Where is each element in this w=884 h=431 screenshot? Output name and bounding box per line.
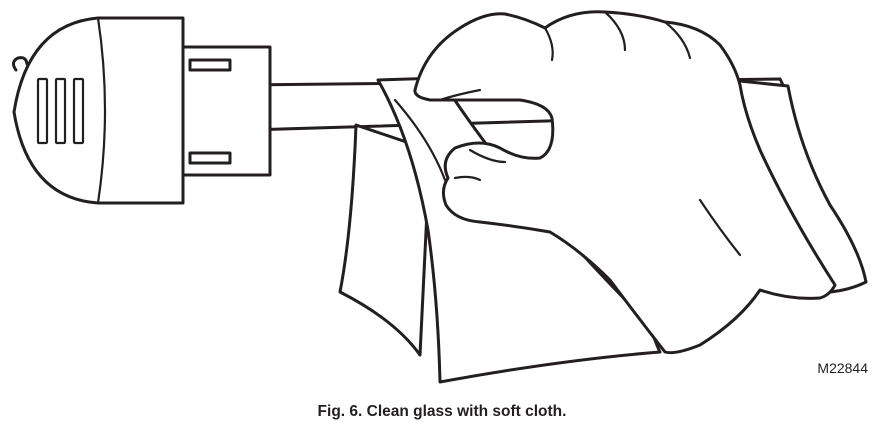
sensor-housing xyxy=(11,16,272,205)
vent-slot xyxy=(36,77,49,145)
vent-slot xyxy=(54,77,67,145)
figure-id-label: M22844 xyxy=(817,360,868,376)
vent-slot xyxy=(72,77,85,145)
hand xyxy=(413,10,837,355)
figure-caption: Fig. 6. Clean glass with soft cloth. xyxy=(317,403,567,420)
